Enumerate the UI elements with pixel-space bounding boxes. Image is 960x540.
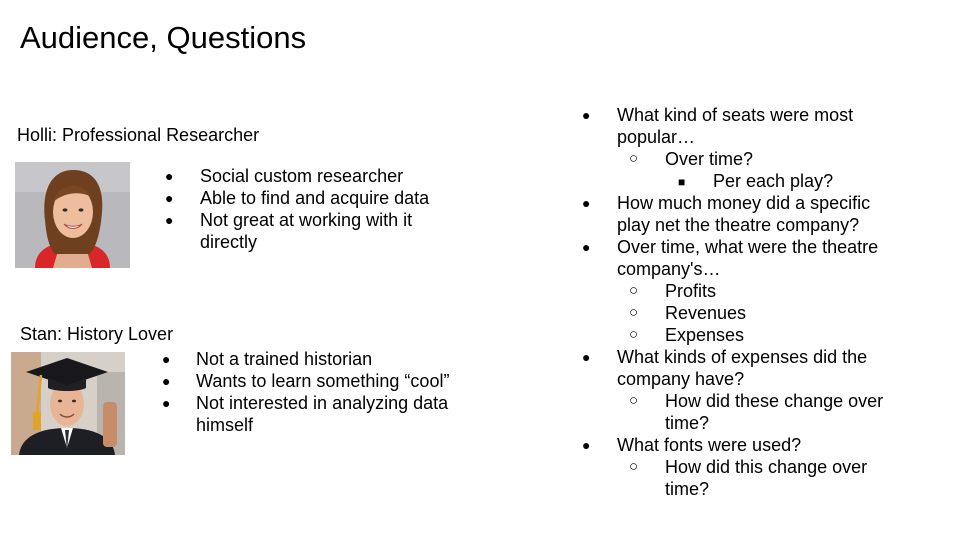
question-item: ● Over time, what were the theatre compan… — [572, 236, 952, 280]
list-item: ●Not great at working with it directly — [165, 210, 413, 252]
bullet-marker: ● — [582, 239, 591, 255]
question-item: ○ How did this change over time? — [572, 456, 952, 500]
question-item: ○ Expenses — [572, 324, 952, 346]
persona-label-holli: Holli: Professional Researcher — [17, 125, 260, 145]
question-text: How did these change over time? — [665, 391, 884, 433]
question-item: ○ Profits — [572, 280, 952, 302]
persona-label-stan: Stan: History Lover — [20, 324, 174, 344]
question-text: Over time, what were the theatre company… — [617, 237, 879, 279]
question-text: How much money did a specific play net t… — [617, 193, 871, 235]
list-item: ●Not a trained historian — [162, 349, 373, 369]
question-text: What kinds of expenses did the company h… — [617, 347, 868, 389]
question-text: Over time? — [665, 149, 754, 169]
bullet-marker: ● — [582, 437, 591, 453]
bullet-marker: ○ — [629, 150, 639, 167]
question-item: ■ Per each play? — [572, 170, 952, 192]
question-text: Revenues — [665, 303, 747, 323]
question-item: ● What kinds of expenses did the company … — [572, 346, 952, 390]
bullet-marker: ● — [582, 107, 591, 123]
holli-bullet-list: ●Social custom researcher ●Able to find … — [165, 165, 465, 253]
question-item: ○ Revenues — [572, 302, 952, 324]
question-item: ● How much money did a specific play net … — [572, 192, 952, 236]
questions-list: ● What kind of seats were most popular… ○ O… — [572, 104, 952, 500]
bullet-marker: ● — [582, 349, 591, 365]
list-item: ●Not interested in analyzing data himsel… — [162, 393, 449, 435]
question-item: ● What kind of seats were most popular… — [572, 104, 952, 148]
question-text: What fonts were used? — [617, 435, 802, 455]
question-item: ● What fonts were used? — [572, 434, 952, 456]
holli-photo — [15, 162, 130, 268]
list-item: ●Able to find and acquire data — [165, 188, 430, 208]
bullet-marker: ● — [582, 195, 591, 211]
question-text: Per each play? — [713, 171, 834, 191]
stan-bullet-list: ●Not a trained historian ●Wants to learn… — [162, 348, 482, 436]
bullet-marker: ○ — [629, 326, 639, 343]
question-text: Expenses — [665, 325, 745, 345]
bullet-marker: ○ — [629, 282, 639, 299]
question-item: ○ Over time? — [572, 148, 952, 170]
question-item: ○ How did these change over time? — [572, 390, 952, 434]
bullet-marker: ○ — [629, 392, 639, 409]
list-item: ●Social custom researcher — [165, 166, 404, 186]
question-text: How did this change over time? — [665, 457, 868, 499]
bullet-marker: ○ — [629, 304, 639, 321]
list-item: ●Wants to learn something “cool” — [162, 371, 450, 391]
stan-photo — [11, 352, 125, 455]
question-text: What kind of seats were most popular… — [617, 105, 854, 147]
bullet-marker: ■ — [678, 175, 686, 189]
bullet-marker: ○ — [629, 458, 639, 475]
slide-title: Audience, Questions — [20, 20, 307, 55]
question-text: Profits — [665, 281, 717, 301]
